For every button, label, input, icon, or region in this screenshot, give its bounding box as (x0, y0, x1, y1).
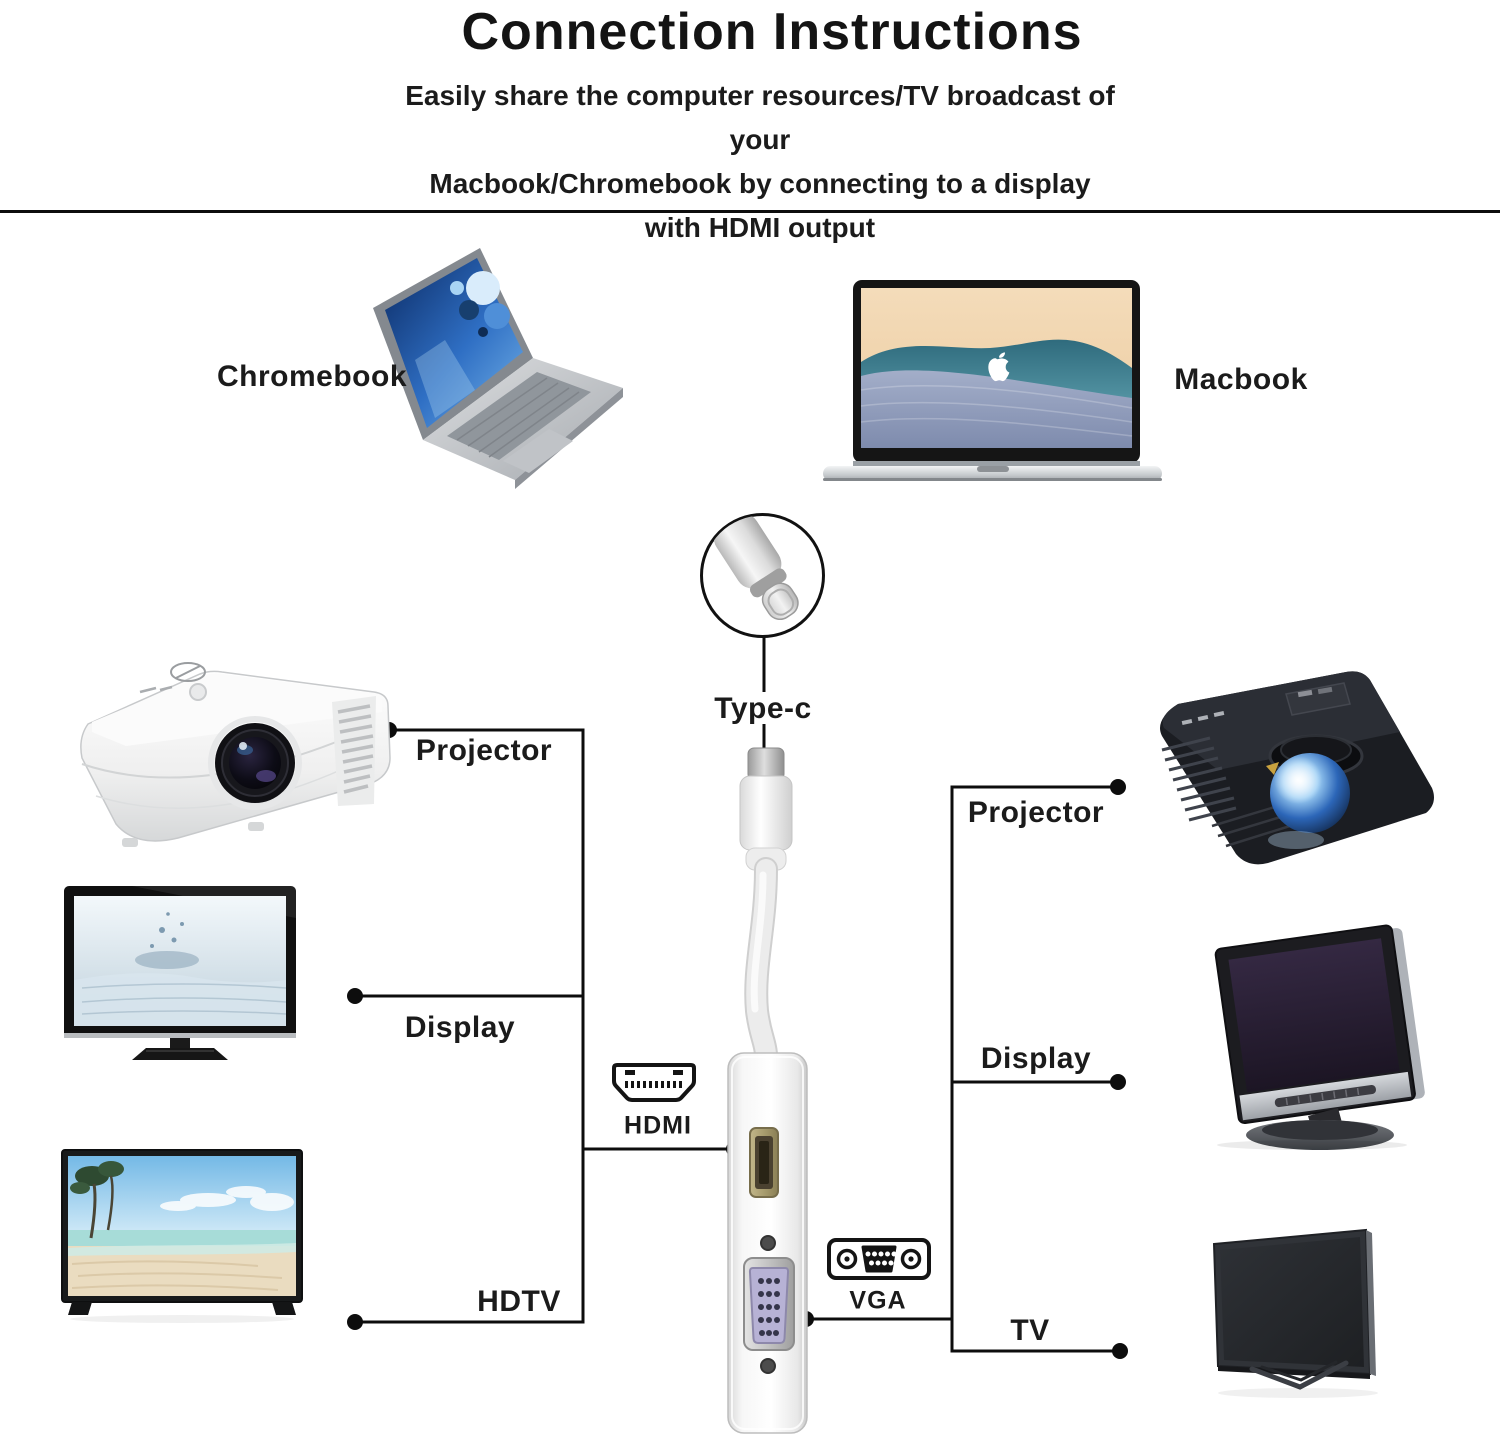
header-divider (0, 210, 1500, 213)
right-tv-label: TV (1010, 1314, 1050, 1347)
subtitle-line-2: Macbook/Chromebook by connecting to a di… (429, 168, 1091, 199)
chromebook-label: Chromebook (216, 360, 408, 393)
left-hdtv-label: HDTV (477, 1285, 561, 1318)
page-title: Connection Instructions (461, 3, 1083, 61)
macbook-label: Macbook (1174, 363, 1308, 396)
left-display-image (64, 886, 296, 1060)
typec-label: Type-c (714, 692, 812, 725)
right-display-label: Display (980, 1042, 1092, 1075)
macbook-image (823, 280, 1162, 481)
adapter-image (727, 747, 808, 1434)
apple-logo-icon (988, 352, 1010, 382)
page-subtitle: Easily share the computer resources/TV b… (390, 74, 1130, 250)
white-projector-image (80, 662, 391, 847)
subtitle-line-1: Easily share the computer resources/TV b… (405, 80, 1115, 155)
left-display-label: Display (404, 1011, 516, 1044)
left-hdtv-image (61, 1149, 303, 1323)
black-projector-image (1160, 671, 1434, 865)
vga-icon (827, 1238, 931, 1280)
right-projector-label: Projector (967, 796, 1105, 829)
hdmi-icon (612, 1063, 696, 1102)
right-tv-image (1212, 1228, 1378, 1398)
typec-magnifier (700, 513, 825, 638)
chromebook-image (373, 248, 623, 489)
vga-label: VGA (849, 1286, 907, 1315)
right-display-image (1214, 924, 1425, 1150)
subtitle-line-3: with HDMI output (644, 212, 876, 243)
left-projector-label: Projector (415, 734, 553, 767)
hdmi-label: HDMI (624, 1111, 692, 1140)
